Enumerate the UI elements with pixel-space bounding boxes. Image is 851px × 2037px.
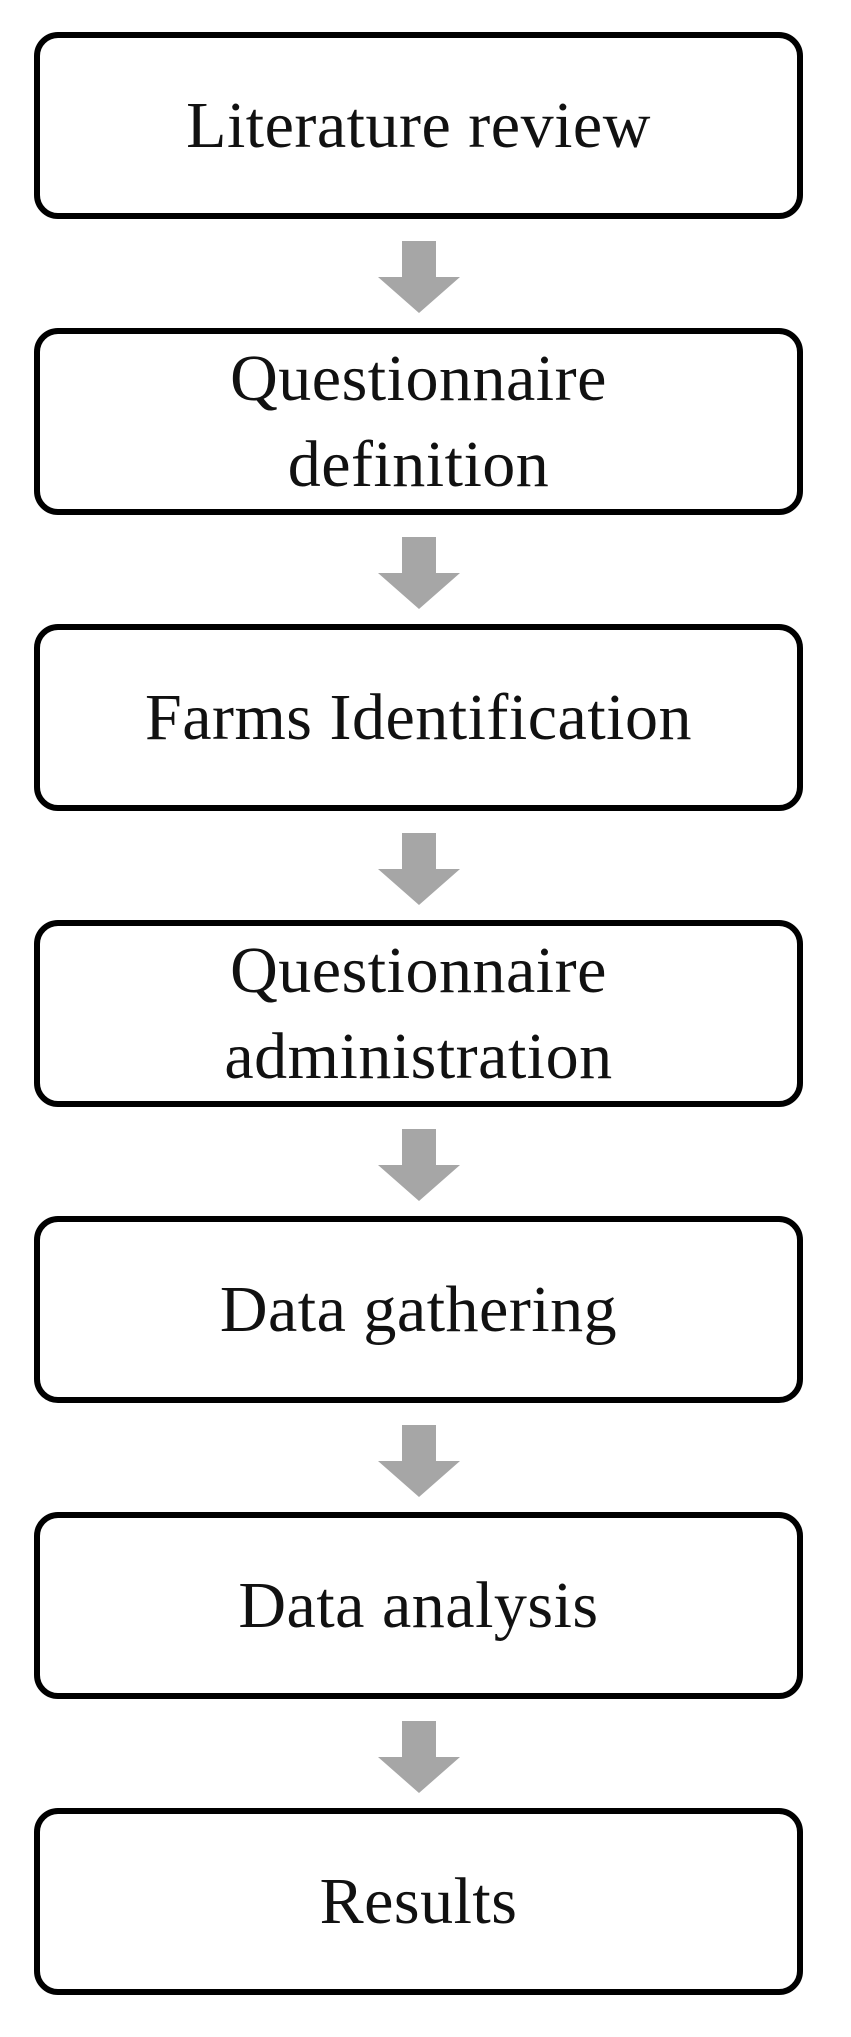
step-label: Data analysis [238,1568,599,1642]
down-arrow-icon [378,1129,460,1201]
down-arrow-icon [378,833,460,905]
step-literature-review: Literature review [34,32,803,219]
down-arrow-icon [378,1721,460,1793]
down-arrow-icon [378,241,460,313]
step-results: Results [34,1808,803,1995]
step-label: Questionnaire administration [224,933,613,1093]
step-data-analysis: Data analysis [34,1512,803,1699]
step-label: Results [319,1864,518,1938]
step-questionnaire-definition: Questionnaire definition [34,328,803,515]
step-label: Data gathering [219,1272,618,1346]
step-farms-identification: Farms Identification [34,624,803,811]
step-label: Questionnaire definition [230,341,607,501]
step-label: Literature review [186,88,651,162]
down-arrow-icon [378,1425,460,1497]
down-arrow-icon [378,537,460,609]
step-questionnaire-administration: Questionnaire administration [34,920,803,1107]
step-label: Farms Identification [144,680,693,754]
step-data-gathering: Data gathering [34,1216,803,1403]
